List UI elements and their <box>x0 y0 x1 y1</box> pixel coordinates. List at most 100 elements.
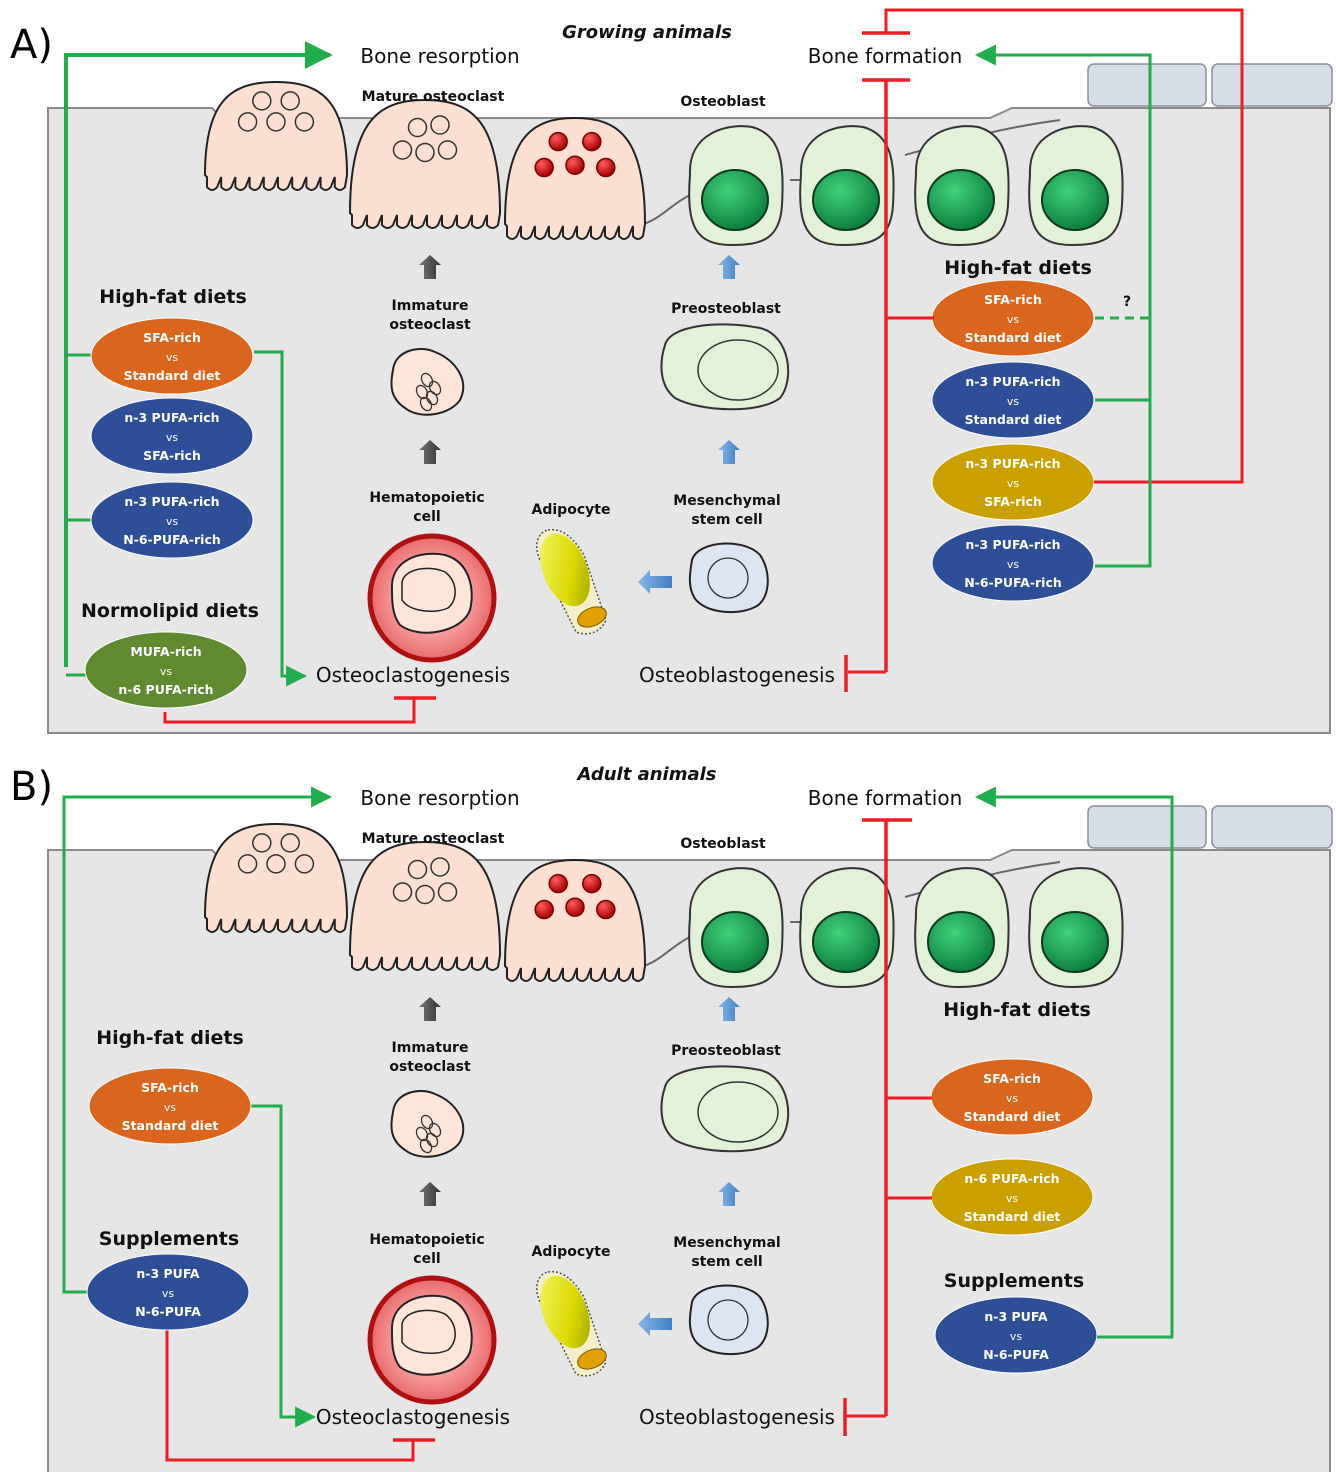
osteoclast-nucleus <box>392 882 413 902</box>
osteoblastogenesis-label: Osteoblastogenesis <box>639 663 835 687</box>
lining-cell <box>1211 63 1333 107</box>
osteoblast-cell <box>799 867 895 989</box>
oval-text: n-3 PUFA-rich <box>124 410 219 425</box>
immature-osteoclast-label: osteoclast <box>389 317 471 333</box>
immature-osteoclast-cell <box>390 1090 465 1158</box>
osteoclast-nucleus <box>582 873 602 894</box>
osteoclast-nucleus <box>534 899 554 920</box>
arrow-up-icon <box>419 997 441 1021</box>
oval-text: Standard diet <box>122 1118 219 1133</box>
oval-shape <box>931 524 1095 602</box>
immature-osteoclast-label: Immature <box>392 1040 469 1056</box>
osteoblast-label: Osteoblast <box>680 94 766 110</box>
oval-text: Standard diet <box>964 1109 1061 1124</box>
mesenchymal-cell <box>688 1284 769 1356</box>
mesenchymal-label: stem cell <box>691 512 762 528</box>
left-group-heading: Supplements <box>99 1228 239 1250</box>
oval-shape <box>931 361 1095 439</box>
mesenchymal-label: stem cell <box>691 1254 762 1270</box>
oval-shape <box>90 481 254 559</box>
preosteoblast-cell <box>660 323 790 411</box>
oval-text: n-3 PUFA <box>984 1309 1048 1324</box>
preosteoblast-nucleus <box>697 339 779 401</box>
mesenchymal-nucleus <box>707 1299 749 1341</box>
mature-osteoclast-cell <box>348 840 502 971</box>
immature-nucleus <box>420 1114 434 1130</box>
oval-vs-text: vs <box>1007 477 1020 490</box>
osteoblast-cell <box>914 867 1010 989</box>
green-connector <box>64 41 333 667</box>
preosteoblast-nucleus <box>697 1081 779 1143</box>
green-connector <box>251 1104 317 1428</box>
oval-text: n-3 PUFA-rich <box>965 537 1060 552</box>
oval-text: N-6-PUFA-rich <box>123 532 221 547</box>
osteoclast-nucleus <box>548 873 568 894</box>
oval-text: SFA-rich <box>143 330 201 345</box>
oval-text: SFA-rich <box>983 1071 1041 1086</box>
oval-text: n-3 PUFA-rich <box>965 456 1060 471</box>
osteoclast-nucleus <box>280 833 300 853</box>
immature-nucleus <box>420 372 434 388</box>
osteoclast-nucleus <box>415 142 435 163</box>
oval-text: SFA-rich <box>141 1080 199 1095</box>
oval-text: n-6 PUFA-rich <box>118 682 213 697</box>
immature-osteoclast-label: osteoclast <box>389 1059 471 1075</box>
left-group-heading: Normolipid diets <box>81 600 259 622</box>
osteoclast-body <box>203 822 349 933</box>
oval-vs-text: vs <box>160 665 173 678</box>
oval-text: SFA-rich <box>984 494 1042 509</box>
osteoclast-body <box>348 840 502 971</box>
oval-shape <box>90 397 254 475</box>
osteoblastogenesis-label: Osteoblastogenesis <box>639 1405 835 1429</box>
right-group-heading: Supplements <box>944 1270 1084 1292</box>
mature-osteoclast-label: Mature osteoclast <box>362 89 505 105</box>
oval-text: Standard diet <box>964 1209 1061 1224</box>
bone-resorption-label: Bone resorption <box>360 786 519 810</box>
osteoblast-nucleus <box>927 911 995 973</box>
lining-cell <box>1087 805 1207 849</box>
oval-vs-text: vs <box>164 1101 177 1114</box>
hematopoietic-nucleus <box>390 1294 473 1376</box>
oval-text: n-3 PUFA-rich <box>124 494 219 509</box>
osteoblast-cell <box>688 867 784 989</box>
hematopoietic-label: cell <box>413 1251 440 1267</box>
resorbing-osteoclast-cell <box>503 858 647 982</box>
mesenchymal-cell <box>688 542 769 614</box>
red-connector <box>884 8 1244 484</box>
hematopoietic-inner <box>401 1309 456 1355</box>
left-diet-oval: MUFA-rich vs n-6 PUFA-rich <box>84 631 248 709</box>
osteoblast-nucleus <box>1041 169 1109 231</box>
adipocyte-label: Adipocyte <box>532 502 611 518</box>
osteoclast-nucleus <box>407 117 428 138</box>
arrow-left-icon <box>638 570 672 594</box>
panel-title: Adult animals <box>575 764 716 785</box>
oval-shape <box>90 317 254 395</box>
question-mark-label: ? <box>1123 294 1131 310</box>
immature-nucleus <box>428 1122 442 1138</box>
osteoclast-body <box>503 858 647 982</box>
osteoclast-nucleus <box>280 91 300 111</box>
oval-shape <box>86 1253 250 1331</box>
oval-text: MUFA-rich <box>130 644 201 659</box>
green-connector <box>974 44 1152 402</box>
mesenchymal-nucleus <box>707 557 749 599</box>
osteoblast-nucleus <box>701 911 769 973</box>
osteoclast-nucleus <box>237 854 258 874</box>
arrow-up-icon <box>718 1182 740 1206</box>
osteoblast-cell <box>914 125 1010 247</box>
green-connector <box>62 786 333 1294</box>
oval-text: N-6-PUFA-rich <box>964 575 1062 590</box>
osteoclast-nucleus <box>294 854 315 874</box>
panel-title: Growing animals <box>562 22 732 43</box>
osteoclast-nucleus <box>407 859 428 880</box>
osteoclast-nucleus <box>548 131 568 152</box>
osteoclast-nucleus <box>596 899 616 920</box>
immature-nucleus <box>425 1132 439 1148</box>
